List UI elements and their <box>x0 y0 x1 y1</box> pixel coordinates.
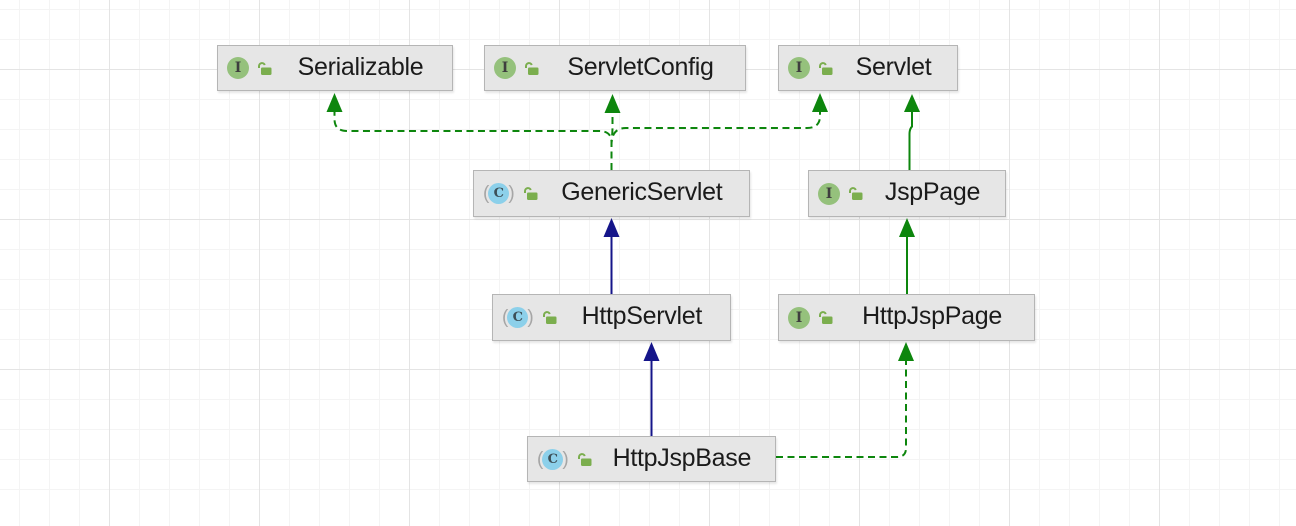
arrowhead-genericservlet <box>603 218 620 237</box>
arrowhead-jsppage <box>899 218 915 237</box>
unlocked-lock-icon <box>542 311 557 324</box>
paren-close: ) <box>562 448 569 470</box>
arrowhead-servlet-solid <box>904 94 920 112</box>
interface-letter: I <box>227 57 249 79</box>
node-label: Serializable <box>297 52 424 81</box>
unlocked-lock-icon <box>819 61 833 75</box>
unlocked-lock-icon <box>577 452 592 466</box>
interface-icon: I <box>494 57 516 79</box>
class-letter: C <box>542 448 564 470</box>
edge-httpjspbase-httpjsppage[interactable] <box>776 361 907 458</box>
unlocked-lock-icon <box>819 311 833 324</box>
interface-letter: I <box>788 306 810 329</box>
node-httpjsppage[interactable]: I HttpJspPage <box>778 294 1035 341</box>
arrowhead-servletconfig <box>604 94 621 113</box>
interface-letter: I <box>818 182 840 205</box>
node-jsppage[interactable]: I JspPage <box>808 170 1006 217</box>
interface-icon: I <box>788 57 810 79</box>
arrowhead-serializable <box>326 93 343 112</box>
node-label: HttpServlet <box>581 302 703 330</box>
paren-open: ( <box>537 448 544 470</box>
edge-genericservlet-serializable[interactable] <box>333 112 613 170</box>
unlocked-lock-icon <box>849 187 863 200</box>
interface-icon: I <box>227 57 249 79</box>
class-letter: C <box>488 183 510 204</box>
interface-icon: I <box>788 306 810 329</box>
arrowhead-httpjsppage <box>898 342 914 361</box>
class-letter: C <box>507 307 529 328</box>
node-genericservlet[interactable]: (C) GenericServlet <box>473 170 750 217</box>
node-label: HttpJspPage <box>862 302 1002 330</box>
node-label: GenericServlet <box>561 178 723 206</box>
node-servletconfig[interactable]: I ServletConfig <box>484 45 746 91</box>
node-servlet[interactable]: I Servlet <box>778 45 958 91</box>
arrowhead-servlet-dashed <box>812 93 828 112</box>
unlocked-lock-icon <box>258 61 272 75</box>
abstract-class-icon: (C) <box>483 183 515 204</box>
interface-icon: I <box>818 182 840 205</box>
node-serializable[interactable]: I Serializable <box>217 45 453 91</box>
node-label: Servlet <box>855 52 932 81</box>
unlocked-lock-icon <box>523 187 538 200</box>
node-httpjspbase[interactable]: (C) HttpJspBase <box>527 436 776 482</box>
edge-genericservlet-servlet[interactable] <box>610 112 821 170</box>
paren-close: ) <box>527 307 534 328</box>
interface-letter: I <box>788 57 810 79</box>
arrowhead-httpservlet <box>643 342 660 361</box>
edge-jsppage-servlet[interactable] <box>908 112 913 170</box>
node-label: HttpJspBase <box>612 443 752 472</box>
abstract-class-icon: (C) <box>502 307 534 328</box>
node-httpservlet[interactable]: (C) HttpServlet <box>492 294 731 341</box>
node-label: ServletConfig <box>567 52 714 81</box>
interface-letter: I <box>494 57 516 79</box>
unlocked-lock-icon <box>525 61 539 75</box>
paren-close: ) <box>508 183 515 204</box>
paren-open: ( <box>483 183 490 204</box>
paren-open: ( <box>502 307 509 328</box>
abstract-class-icon: (C) <box>537 448 569 470</box>
node-label: JspPage <box>884 178 981 206</box>
